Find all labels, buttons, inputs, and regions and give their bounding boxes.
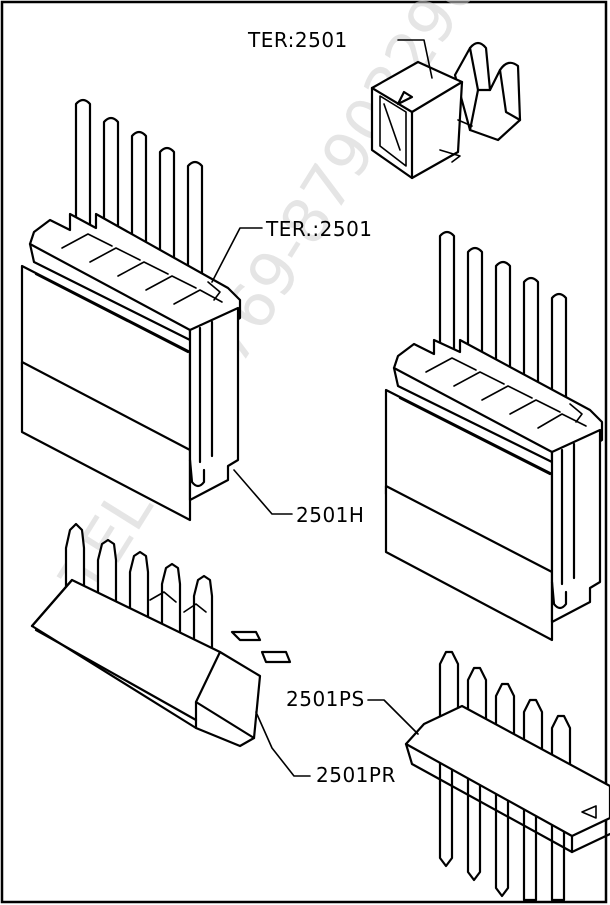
- label-header-right-angle: 2501PR: [316, 763, 396, 787]
- housing-assembly-right: [384, 230, 604, 642]
- leader-terminal-top: [397, 39, 433, 79]
- header-right-angle-drawing: [30, 522, 292, 748]
- terminal-drawing: [370, 41, 522, 180]
- header-straight-drawing: [404, 650, 610, 902]
- leader-header-straight: [367, 699, 419, 735]
- label-header-straight: 2501PS: [286, 687, 365, 711]
- housing-drawing: [20, 98, 242, 522]
- leader-header-right-angle: [255, 711, 311, 777]
- label-terminal-top: TER:2501: [247, 28, 348, 52]
- leader-housing: [233, 469, 293, 515]
- leader-terminal-housing: [211, 227, 263, 283]
- label-housing: 2501H: [296, 503, 364, 527]
- label-terminal-housing: TER.:2501: [265, 217, 373, 241]
